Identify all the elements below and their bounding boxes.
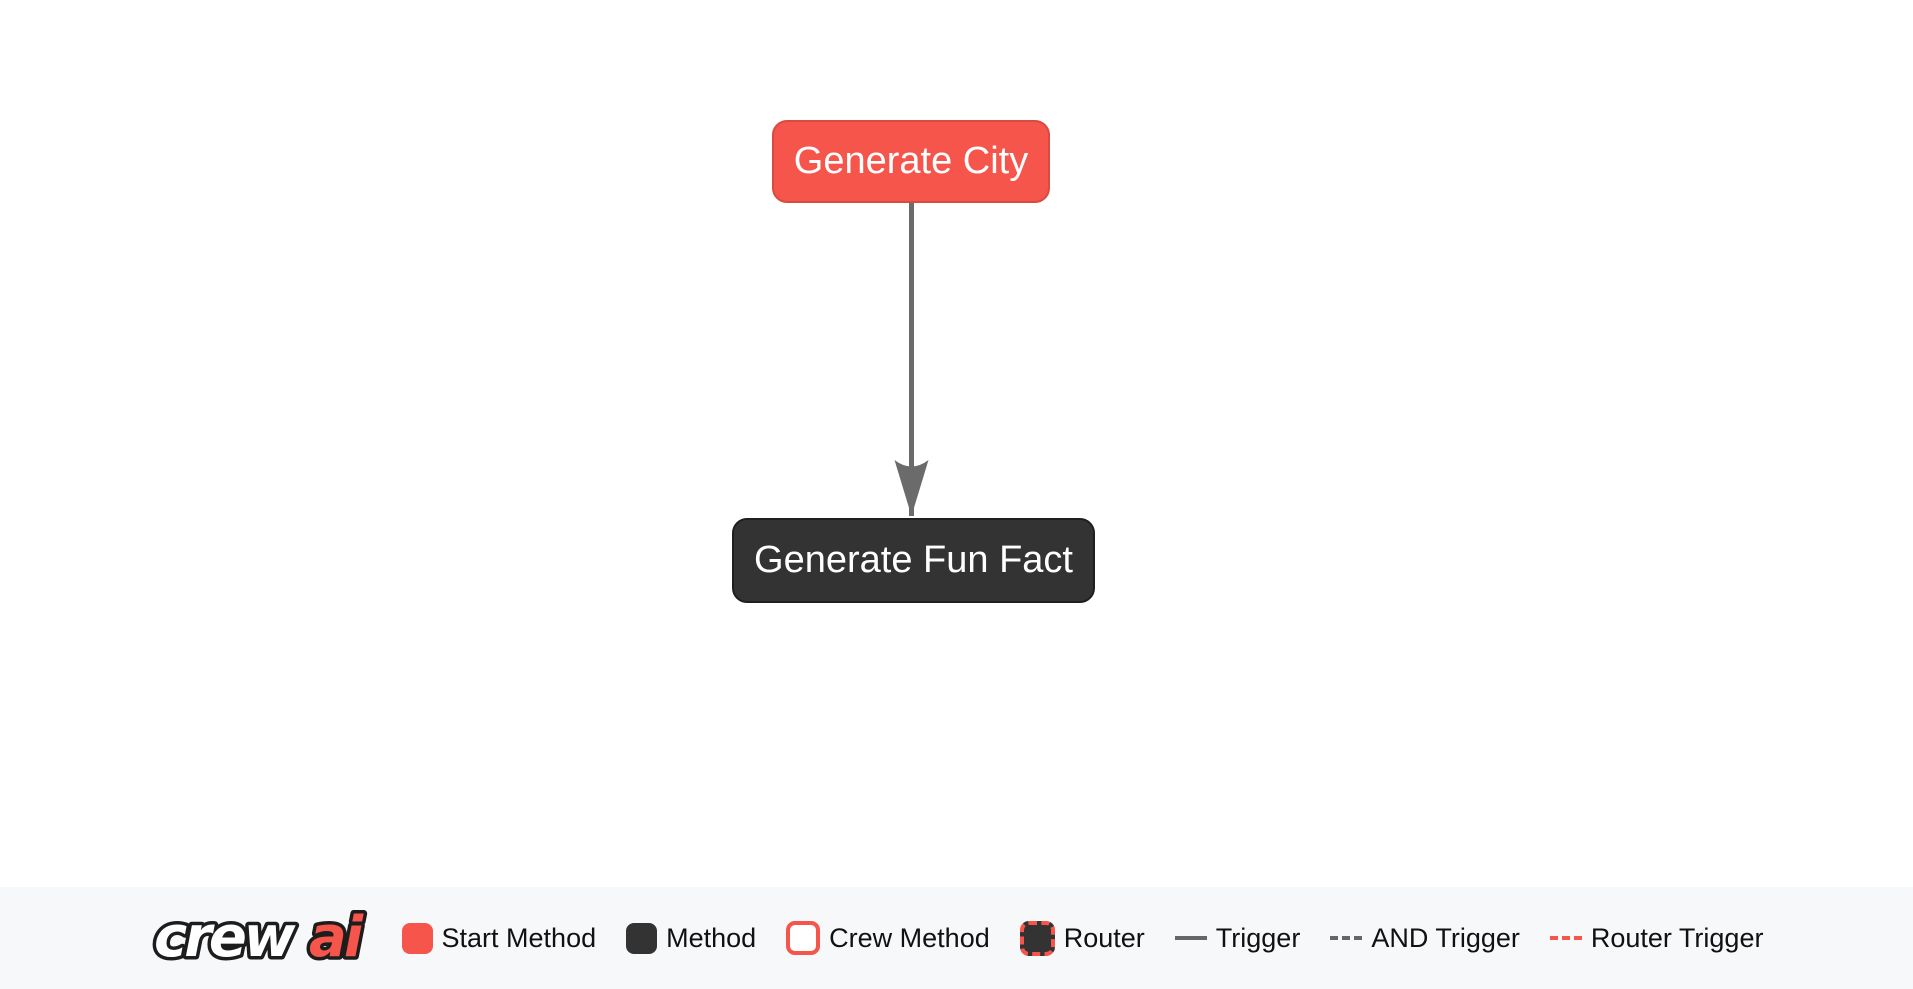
flow-canvas[interactable]: Generate City Generate Fun Fact xyxy=(0,0,1913,887)
and-trigger-label: AND Trigger xyxy=(1371,922,1520,953)
router-label: Router xyxy=(1063,922,1145,953)
legend-item-and-trigger: AND Trigger xyxy=(1330,923,1520,954)
router-trigger-line-icon xyxy=(1549,936,1582,940)
trigger-label: Trigger xyxy=(1215,922,1301,953)
node-generate-city-label: Generate City xyxy=(793,140,1029,182)
node-generate-fun-fact[interactable]: Generate Fun Fact xyxy=(732,518,1095,603)
method-swatch-icon xyxy=(626,922,658,954)
router-swatch-icon xyxy=(1019,920,1055,956)
logo-text-crew: crew xyxy=(154,905,296,970)
start-method-label: Start Method xyxy=(441,922,597,953)
legend-item-start-method: Start Method xyxy=(401,922,597,954)
crew-method-label: Crew Method xyxy=(829,922,990,953)
legend-bar: crew ai Start Method Method Crew Method … xyxy=(0,887,1913,989)
node-generate-city[interactable]: Generate City xyxy=(772,120,1050,203)
svg-text:crew ai: crew ai xyxy=(154,905,364,970)
start-method-swatch-icon xyxy=(401,922,433,954)
router-trigger-label: Router Trigger xyxy=(1590,922,1764,953)
legend-item-crew-method: Crew Method xyxy=(786,921,990,955)
node-generate-fun-fact-label: Generate Fun Fact xyxy=(754,539,1073,581)
and-trigger-line-icon xyxy=(1330,936,1363,940)
logo-text-ai: ai xyxy=(309,905,364,970)
legend-item-method: Method xyxy=(626,922,757,954)
legend-item-router: Router xyxy=(1019,920,1145,956)
legend-item-trigger: Trigger xyxy=(1174,922,1301,954)
edge-arrowhead-icon xyxy=(894,460,929,516)
method-label: Method xyxy=(666,922,757,953)
trigger-line-icon xyxy=(1174,936,1207,940)
crewai-logo: crew ai xyxy=(150,902,370,974)
legend-item-router-trigger: Router Trigger xyxy=(1549,922,1764,954)
crew-method-swatch-icon xyxy=(786,921,821,955)
